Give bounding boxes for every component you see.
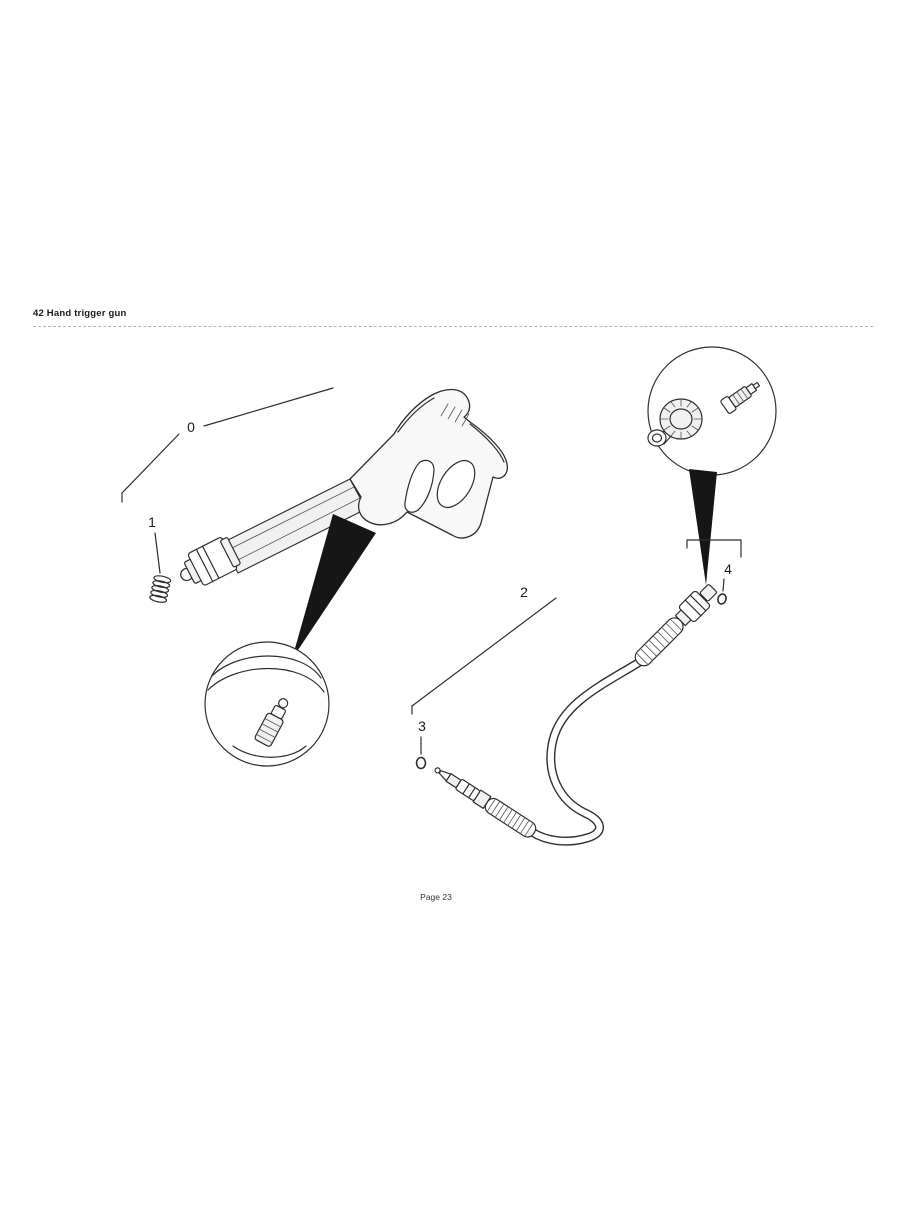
spring-part <box>149 575 172 603</box>
valve-part <box>254 698 289 747</box>
detail-circle-connector <box>647 346 777 476</box>
trigger-lever <box>404 459 435 513</box>
detail-circle-trigger <box>204 641 330 767</box>
handle-opening <box>436 459 476 509</box>
callout-2-leader <box>411 597 557 715</box>
callout-4-leader <box>722 578 725 592</box>
callout-2: 2 <box>520 584 528 600</box>
hose-fitting-detail <box>720 381 761 414</box>
o-ring-3 <box>415 756 427 770</box>
trigger-gun-illustration <box>180 388 508 586</box>
callout-0-leader <box>121 387 334 503</box>
grip-texture <box>440 403 470 427</box>
muzzle-coupling <box>180 537 241 586</box>
o-ring-4 <box>717 593 727 605</box>
pointer-triangle-trigger-detail <box>292 514 376 659</box>
page-title: 42 Hand trigger gun <box>33 308 127 319</box>
callout-4-bracket <box>686 539 742 558</box>
header-divider <box>33 326 873 327</box>
callout-1-leader <box>154 532 161 574</box>
hose-assembly <box>434 584 717 846</box>
page-number: Page 23 <box>420 892 452 902</box>
callout-4: 4 <box>724 561 732 577</box>
hose-connector-bottom <box>434 767 537 838</box>
coupling-nut-detail <box>647 398 703 447</box>
pointer-triangle-connector <box>689 469 717 585</box>
callout-3: 3 <box>418 718 426 734</box>
callout-0: 0 <box>187 419 195 435</box>
callout-1: 1 <box>148 514 156 530</box>
hose-connector-top <box>634 584 717 667</box>
